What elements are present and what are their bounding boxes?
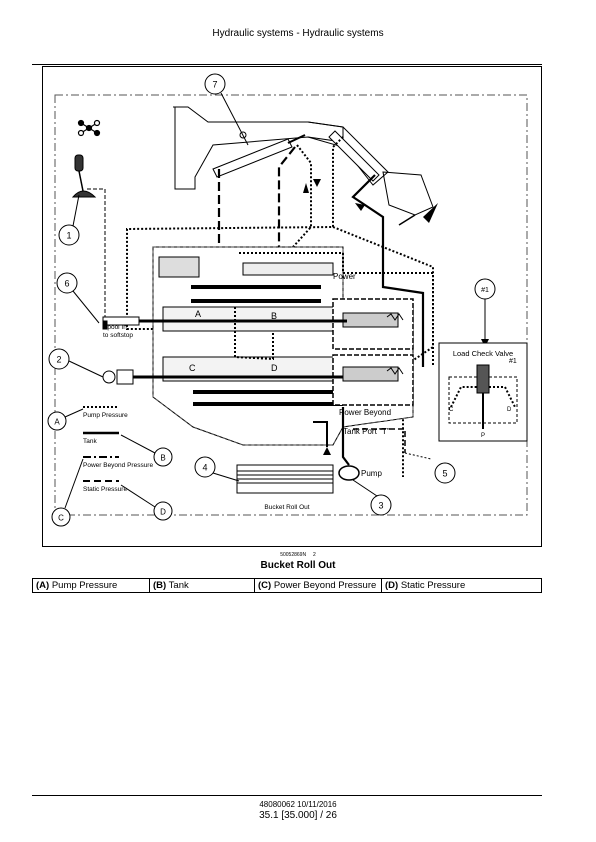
legend-cell-a: (A) Pump Pressure [32, 578, 150, 593]
legend-callout-c: C [51, 458, 84, 527]
power-line [239, 252, 434, 367]
load-check-inset: Load Check Valve #1 C D P [438, 342, 528, 442]
svg-text:Load Check Valve: Load Check Valve [453, 349, 513, 358]
valve-port-d: D [271, 363, 278, 373]
joystick-direction-icon [77, 119, 101, 137]
tank-flow-arrow [323, 447, 331, 455]
bucket-motion-arrow [423, 203, 438, 223]
callout-5: 5 [434, 462, 456, 484]
legend-table-row: (A) Pump Pressure (B) Tank (C) Power Bey… [32, 578, 542, 593]
svg-text:D: D [507, 407, 512, 413]
svg-text:6: 6 [64, 279, 69, 289]
pump-label: Pump [361, 469, 382, 478]
svg-text:Pump Pressure: Pump Pressure [83, 412, 128, 419]
svg-text:Power Beyond Pressure: Power Beyond Pressure [83, 462, 153, 469]
spool-upper [102, 316, 347, 330]
legend-callout-b: B [120, 434, 173, 467]
svg-text:3: 3 [378, 501, 383, 511]
svg-text:P: P [481, 433, 485, 439]
svg-text:#1: #1 [509, 358, 517, 365]
figure-caption: Bucket Roll Out [260, 560, 336, 571]
valve-core-static [234, 307, 274, 361]
legend-cell-b: (B) Tank [149, 578, 255, 593]
power-label: Power [333, 272, 356, 281]
flow-arrow-up [303, 183, 309, 193]
diagram-boundary [54, 94, 528, 516]
svg-text:C: C [449, 407, 454, 413]
svg-text:2: 2 [56, 355, 61, 365]
line-legend: Pump Pressure Tank Power Beyond Pressure… [83, 406, 153, 493]
figure-id: 50052869N 2 [0, 552, 596, 558]
bucket [382, 171, 434, 226]
figure-number: 2 [313, 552, 316, 558]
spool-label-line1: Spool In [103, 324, 127, 331]
svg-text:4: 4 [202, 463, 207, 473]
callout-4: 4 [194, 456, 240, 482]
svg-text:7: 7 [212, 80, 217, 90]
callout-6: 6 [56, 272, 100, 324]
footer-divider [32, 795, 542, 796]
valve-port-b: B [271, 311, 277, 321]
hydraulic-diagram: 7 A B C D [47, 73, 528, 527]
boom-cylinder [212, 130, 380, 182]
hose-bucket-pressure [351, 174, 425, 367]
pump-icon [338, 465, 360, 481]
svg-text:Tank: Tank [83, 438, 97, 445]
power-beyond-line [353, 428, 406, 453]
hydraulic-diagram-figure: 7 A B C D [42, 66, 542, 547]
header-divider [32, 64, 542, 65]
svg-text:#1: #1 [481, 287, 489, 294]
flow-arrow-right [355, 203, 365, 211]
pump-pressure-line [341, 407, 350, 466]
page-header-title: Hydraulic systems - Hydraulic systems [212, 28, 384, 39]
svg-text:D: D [160, 508, 166, 517]
tank-port-label: Tank Port "T" [343, 427, 390, 436]
pressure-to-tank [313, 421, 328, 447]
legend-table: (A) Pump Pressure (B) Tank (C) Power Bey… [32, 578, 542, 593]
svg-text:Static Pressure: Static Pressure [83, 486, 127, 493]
svg-text:5: 5 [442, 469, 447, 479]
callout-5-leader [404, 452, 432, 460]
legend-cell-c: (C) Power Beyond Pressure [254, 578, 382, 593]
figure-id-code: 50052869N [280, 552, 307, 558]
legend-cell-d: (D) Static Pressure [381, 578, 542, 593]
tank-caption: Bucket Roll Out [264, 504, 309, 511]
tank-return-loop [126, 136, 344, 330]
legend-callout-a: A [47, 408, 84, 431]
callout-load-check: #1 [474, 278, 496, 347]
callout-2: 2 [48, 348, 104, 378]
valve-port-c: C [189, 363, 196, 373]
joystick-lever-icon [71, 154, 97, 198]
spool-label-line2: to softstop [103, 332, 133, 339]
legend-callout-d: D [120, 484, 173, 521]
footer-page-number: 35.1 [35.000] / 26 [259, 810, 337, 821]
power-beyond-label: Power Beyond [339, 408, 391, 417]
hydraulic-tank [236, 464, 334, 494]
callout-3: 3 [352, 479, 392, 516]
footer-document-id: 48080062 10/11/2016 [259, 800, 337, 809]
svg-text:B: B [160, 454, 165, 463]
valve-port-a: A [195, 309, 201, 319]
svg-text:1: 1 [66, 231, 71, 241]
callout-1: 1 [58, 194, 80, 246]
flow-arrow-down [313, 179, 321, 187]
callout-7: 7 [204, 73, 249, 146]
svg-text:A: A [54, 418, 60, 427]
svg-text:C: C [58, 514, 64, 523]
